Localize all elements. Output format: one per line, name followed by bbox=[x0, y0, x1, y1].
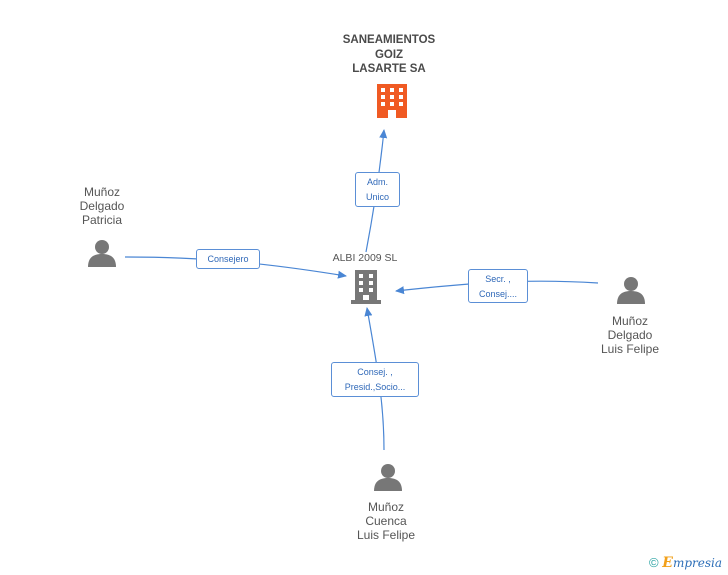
person-icon[interactable] bbox=[88, 240, 116, 267]
edge-label-line: Secr. , bbox=[485, 274, 511, 284]
person-name-line: Patricia bbox=[81, 213, 122, 227]
person-name-line: Cuenca bbox=[365, 514, 407, 528]
person-name-line: Muñoz bbox=[83, 185, 121, 199]
copyright-icon: © bbox=[649, 555, 659, 570]
edge-label-adm-unico[interactable]: Adm. Unico bbox=[355, 172, 400, 207]
company-name-center[interactable]: ALBI 2009 SL bbox=[310, 251, 420, 265]
edge-label-line: Unico bbox=[365, 192, 389, 202]
person-name-line: Luis Felipe bbox=[356, 528, 416, 542]
company-name-line: SANEAMIENTOS bbox=[342, 34, 436, 46]
person-name-line: Muñoz bbox=[367, 500, 405, 514]
person-icon[interactable] bbox=[374, 464, 402, 491]
company-name-target[interactable]: SANEAMIENTOS GOIZ LASARTE SA bbox=[318, 33, 460, 77]
person-name-left[interactable]: Muñoz Delgado Patricia bbox=[52, 185, 152, 227]
company-name-line: ALBI 2009 SL bbox=[332, 252, 398, 264]
person-name-line: Delgado bbox=[79, 199, 125, 213]
edge-label-line: Presid.,Socio... bbox=[344, 382, 406, 392]
footer-brand: © Empresia bbox=[649, 555, 722, 571]
person-name-bottom[interactable]: Muñoz Cuenca Luis Felipe bbox=[336, 500, 436, 542]
edge-label-line: Adm. bbox=[366, 177, 388, 187]
person-name-right[interactable]: Muñoz Delgado Luis Felipe bbox=[580, 314, 680, 356]
edge-label-consejero[interactable]: Consejero bbox=[196, 249, 260, 269]
edge-label-consej-presid[interactable]: Consej. , Presid.,Socio... bbox=[331, 362, 419, 397]
brand-initial: E bbox=[662, 555, 673, 571]
person-icon[interactable] bbox=[617, 277, 645, 304]
edge-label-line: Consej. , bbox=[357, 367, 393, 377]
edge-label-secr-consej[interactable]: Secr. , Consej.... bbox=[468, 269, 528, 303]
company-name-line: GOIZ bbox=[374, 48, 404, 61]
brand-logo: Empresia bbox=[662, 555, 722, 571]
building-icon[interactable] bbox=[377, 84, 407, 118]
brand-name: mpresia bbox=[672, 556, 722, 570]
edge-label-line: Consej.... bbox=[478, 289, 518, 299]
building-icon[interactable] bbox=[351, 270, 381, 304]
company-name-line: LASARTE SA bbox=[352, 63, 426, 75]
edge-label-line: Consejero bbox=[207, 254, 249, 264]
person-name-line: Luis Felipe bbox=[600, 342, 660, 356]
person-name-line: Muñoz bbox=[611, 314, 649, 328]
person-name-line: Delgado bbox=[607, 328, 653, 342]
